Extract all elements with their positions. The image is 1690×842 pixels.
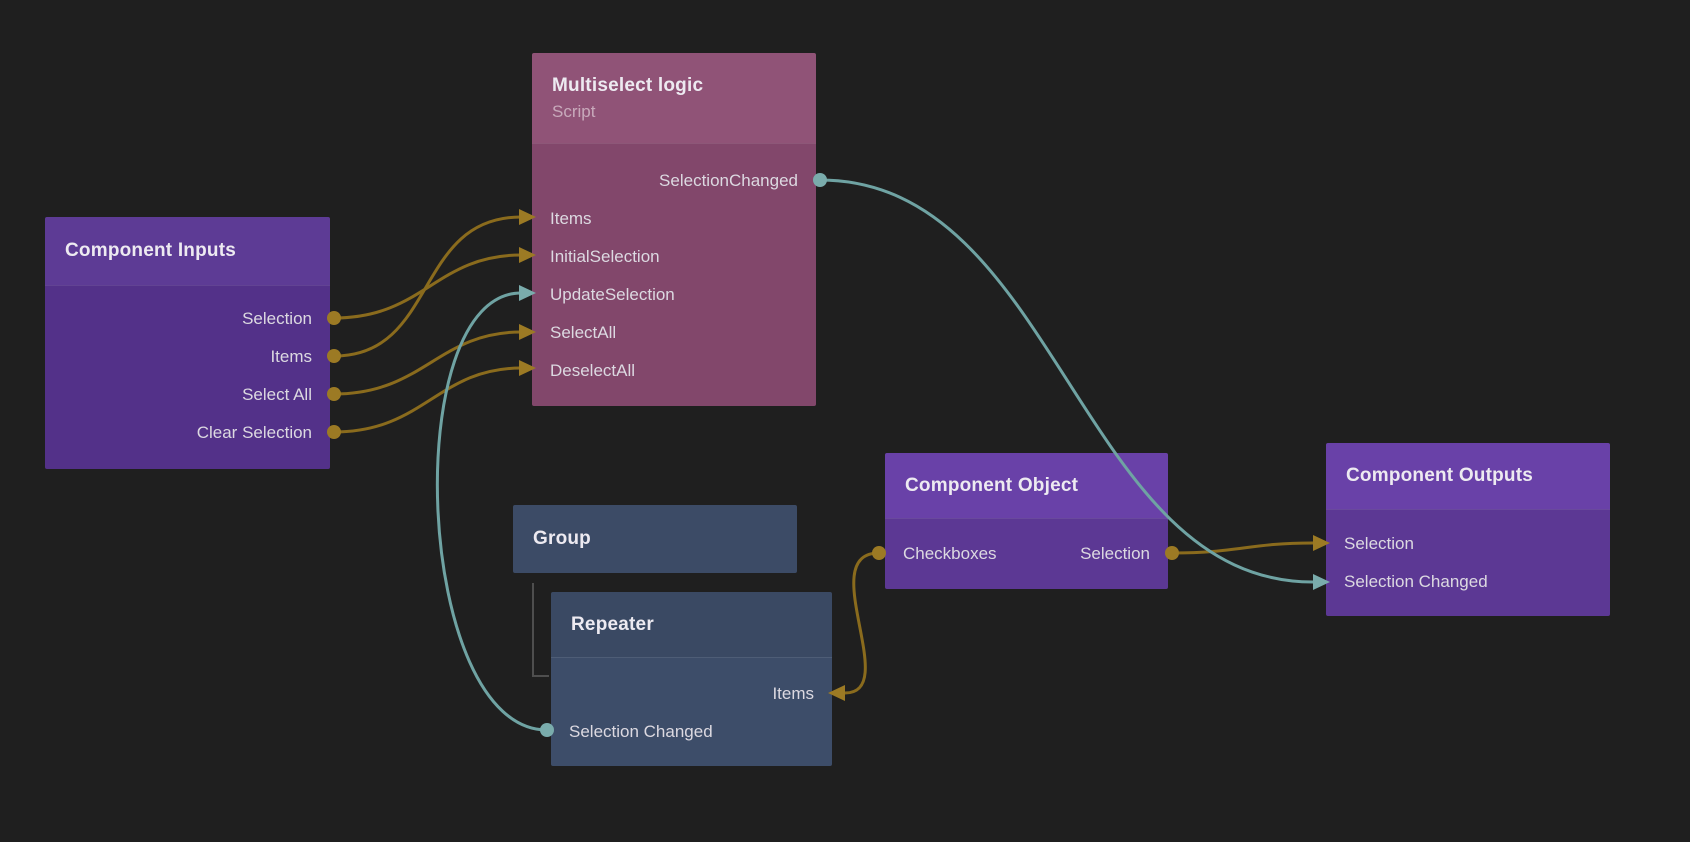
node-title: Component Inputs	[65, 240, 237, 261]
node-title: Component Object	[905, 474, 1079, 496]
node-header: Component Inputs	[45, 217, 330, 285]
node-title: Multiselect logic	[552, 74, 704, 96]
node-header: Repeater	[551, 592, 832, 657]
port-selection[interactable]: Selection	[242, 309, 312, 328]
node-body: Selection Selection Changed	[1326, 509, 1610, 616]
node-title: Repeater	[571, 613, 654, 635]
node-header: Component Outputs	[1326, 443, 1610, 509]
wire-clearselection-to-deselectall[interactable]	[332, 366, 523, 434]
node-body: SelectionChanged Items InitialSelection …	[532, 143, 816, 406]
port-dot-object-checkboxes[interactable]	[872, 546, 886, 560]
wire-objectselection-to-outputselection[interactable]	[1170, 541, 1315, 555]
port-update-selection[interactable]: UpdateSelection	[550, 285, 675, 304]
node-title: Component Outputs	[1346, 465, 1534, 486]
port-select-all[interactable]: SelectAll	[550, 323, 617, 342]
port-row: Checkboxes Selection	[885, 535, 1168, 573]
hierarchy-line-group-repeater	[532, 583, 549, 677]
node-multiselect-logic[interactable]: Multiselect logic Script SelectionChange…	[532, 53, 816, 406]
wire-items-to-items[interactable]	[332, 215, 523, 358]
port-selection-changed[interactable]: Selection Changed	[1344, 572, 1488, 591]
node-component-inputs[interactable]: Component Inputs Selection Items Select …	[45, 217, 330, 469]
node-subtitle: Script	[552, 101, 596, 121]
node-header: Multiselect logic Script	[532, 53, 816, 143]
port-initial-selection[interactable]: InitialSelection	[550, 247, 660, 266]
port-selection[interactable]: Selection	[1080, 544, 1150, 563]
port-select-all[interactable]: Select All	[242, 385, 312, 404]
wire-checkboxes-to-repeateritems[interactable]	[843, 551, 881, 695]
wire-selection-to-initialselection[interactable]	[332, 253, 523, 320]
node-component-object[interactable]: Component Object Checkboxes Selection	[885, 453, 1168, 589]
node-body: Selection Items Select All Clear Selecti…	[45, 285, 330, 469]
node-body: Checkboxes Selection	[885, 518, 1168, 589]
wire-selectall-to-selectall[interactable]	[332, 330, 523, 396]
port-checkboxes[interactable]: Checkboxes	[903, 544, 997, 563]
port-clear-selection[interactable]: Clear Selection	[196, 423, 312, 442]
node-header: Component Object	[885, 453, 1168, 518]
port-selection-changed[interactable]: Selection Changed	[569, 722, 713, 741]
port-deselect-all[interactable]: DeselectAll	[550, 361, 636, 380]
node-body: Items Selection Changed	[551, 657, 832, 766]
node-group[interactable]: Group	[513, 505, 797, 573]
node-component-outputs[interactable]: Component Outputs Selection Selection Ch…	[1326, 443, 1610, 616]
node-repeater[interactable]: Repeater Items Selection Changed	[551, 592, 832, 766]
port-selection[interactable]: Selection	[1344, 534, 1414, 553]
port-items[interactable]: Items	[550, 209, 592, 228]
node-title: Group	[533, 528, 591, 549]
port-items[interactable]: Items	[772, 684, 814, 703]
port-selection-changed[interactable]: SelectionChanged	[659, 171, 798, 190]
port-items[interactable]: Items	[270, 347, 312, 366]
